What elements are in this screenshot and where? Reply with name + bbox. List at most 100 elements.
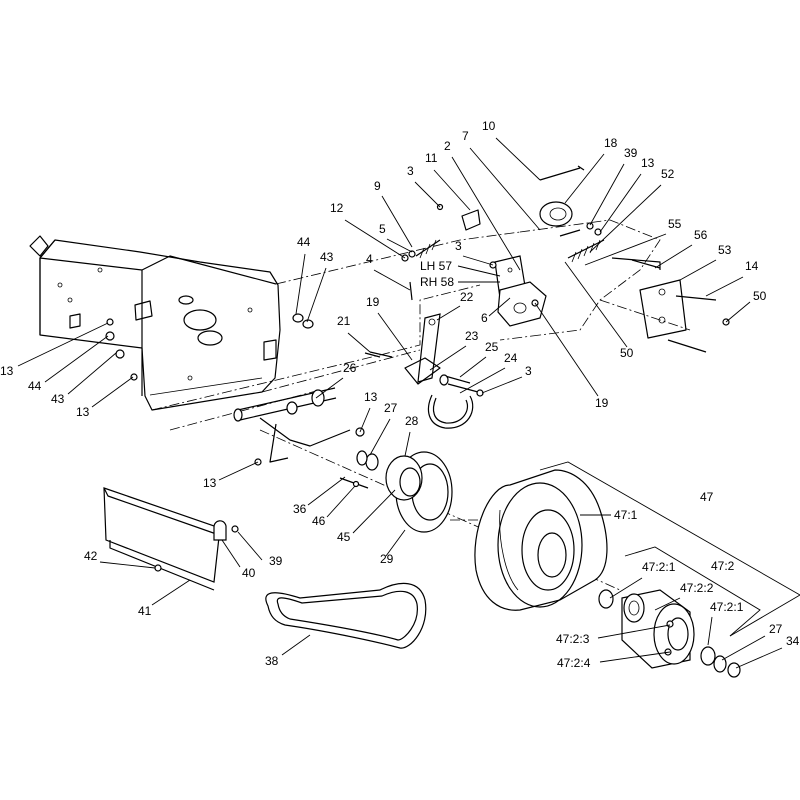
leader-line (584, 233, 667, 266)
leader-line (725, 301, 751, 323)
leader-line (17, 322, 109, 367)
part-callout: 21 (337, 314, 351, 328)
leader-line (347, 332, 371, 353)
part-callout: 47:2:2 (680, 581, 714, 595)
part-callout: 27 (384, 401, 398, 415)
leader-line (459, 356, 487, 378)
wheel-hub-assembly (598, 546, 761, 678)
leader-line (315, 377, 344, 399)
chassis-frame (29, 235, 281, 411)
part-callout: 50 (753, 289, 767, 303)
part-callout: 53 (718, 243, 732, 257)
part-callout: 2 (444, 139, 451, 153)
part-callout: 19 (595, 396, 609, 410)
leader-line (326, 485, 356, 518)
part-callout: 10 (482, 119, 496, 133)
part-callout: 19 (366, 295, 380, 309)
part-callout: 18 (604, 136, 618, 150)
part-callout: 47:2:1 (642, 560, 676, 574)
part-callout: 52 (661, 167, 675, 181)
leader-line (44, 335, 109, 383)
part-callout: 25 (485, 340, 499, 354)
part-callout: 5 (379, 222, 386, 236)
leader-line (67, 352, 117, 395)
leader-line (564, 261, 628, 348)
leader-line (344, 219, 406, 259)
part-callout: 11 (425, 151, 438, 165)
leader-line (359, 407, 371, 433)
leader-line (609, 577, 643, 599)
leader-line (705, 276, 744, 297)
part-callout: 39 (624, 146, 638, 160)
leader-line (721, 635, 766, 661)
brake-arm-assembly (364, 281, 484, 429)
part-callout: 36 (293, 502, 307, 516)
part-callout: 43 (51, 392, 65, 406)
leader-line (295, 253, 306, 315)
part-callout: 13 (203, 476, 217, 490)
leader-line (218, 461, 259, 481)
leader-line (589, 163, 625, 226)
leader-line (352, 489, 396, 534)
part-callout: 3 (525, 364, 532, 378)
side-plate-assembly (611, 257, 730, 353)
part-callout: 43 (320, 250, 334, 264)
leader-line (654, 244, 693, 269)
part-callout: 12 (330, 201, 344, 215)
part-callout: 40 (242, 566, 256, 580)
leader-line (564, 153, 605, 204)
leader-line (654, 597, 681, 611)
leader-line (281, 634, 311, 656)
part-callout: 3 (407, 164, 414, 178)
part-callout: 13 (0, 364, 14, 378)
pivot-shaft-assembly (233, 387, 365, 466)
leader-line (534, 302, 599, 397)
idler-spring-assembly (401, 165, 605, 263)
wheel-assembly (474, 461, 800, 637)
leader-line (151, 579, 191, 606)
leader-line (451, 156, 521, 271)
leader-line (307, 476, 346, 506)
part-callout: 50 (620, 346, 634, 360)
leader-line (369, 418, 391, 456)
part-callout: 23 (465, 329, 479, 343)
leader-line (404, 431, 411, 457)
part-callout: 56 (694, 228, 708, 242)
pivot-bracket (489, 255, 547, 327)
leader-line (436, 305, 461, 321)
leader-line (495, 137, 541, 181)
leader-line (457, 265, 501, 277)
leader-line (597, 624, 671, 639)
part-callout: 47:1 (614, 508, 638, 522)
part-callout: 9 (374, 179, 381, 193)
part-callout: 44 (28, 379, 42, 393)
fasteners (105, 313, 393, 381)
part-callout: 34 (786, 634, 800, 648)
part-callout: 45 (337, 530, 351, 544)
part-callout: RH 58 (420, 275, 454, 289)
part-callout: 13 (76, 405, 90, 419)
leader-line (433, 169, 471, 211)
part-callout: 26 (343, 361, 357, 375)
part-callout: 42 (84, 549, 98, 563)
part-callout: 7 (462, 129, 469, 143)
leader-line (237, 531, 263, 561)
part-callout: 38 (265, 654, 279, 668)
part-callout: 47:2:3 (556, 632, 590, 646)
leader-line (429, 345, 467, 371)
part-callout: 47 (700, 490, 714, 504)
drive-pulley (339, 450, 453, 533)
leader-line (735, 647, 783, 669)
leader-line (385, 529, 406, 557)
leader-line (221, 539, 241, 568)
leader-line (599, 651, 671, 663)
leader-line (377, 312, 413, 361)
part-callout: 27 (769, 622, 783, 636)
drive-belt (265, 582, 427, 649)
part-callout: 46 (312, 514, 326, 528)
leader-line (306, 267, 327, 323)
leader-line (99, 561, 156, 569)
leader-line (469, 147, 541, 231)
part-callout: 47:2:1 (710, 600, 744, 614)
part-callout: 41 (138, 604, 152, 618)
